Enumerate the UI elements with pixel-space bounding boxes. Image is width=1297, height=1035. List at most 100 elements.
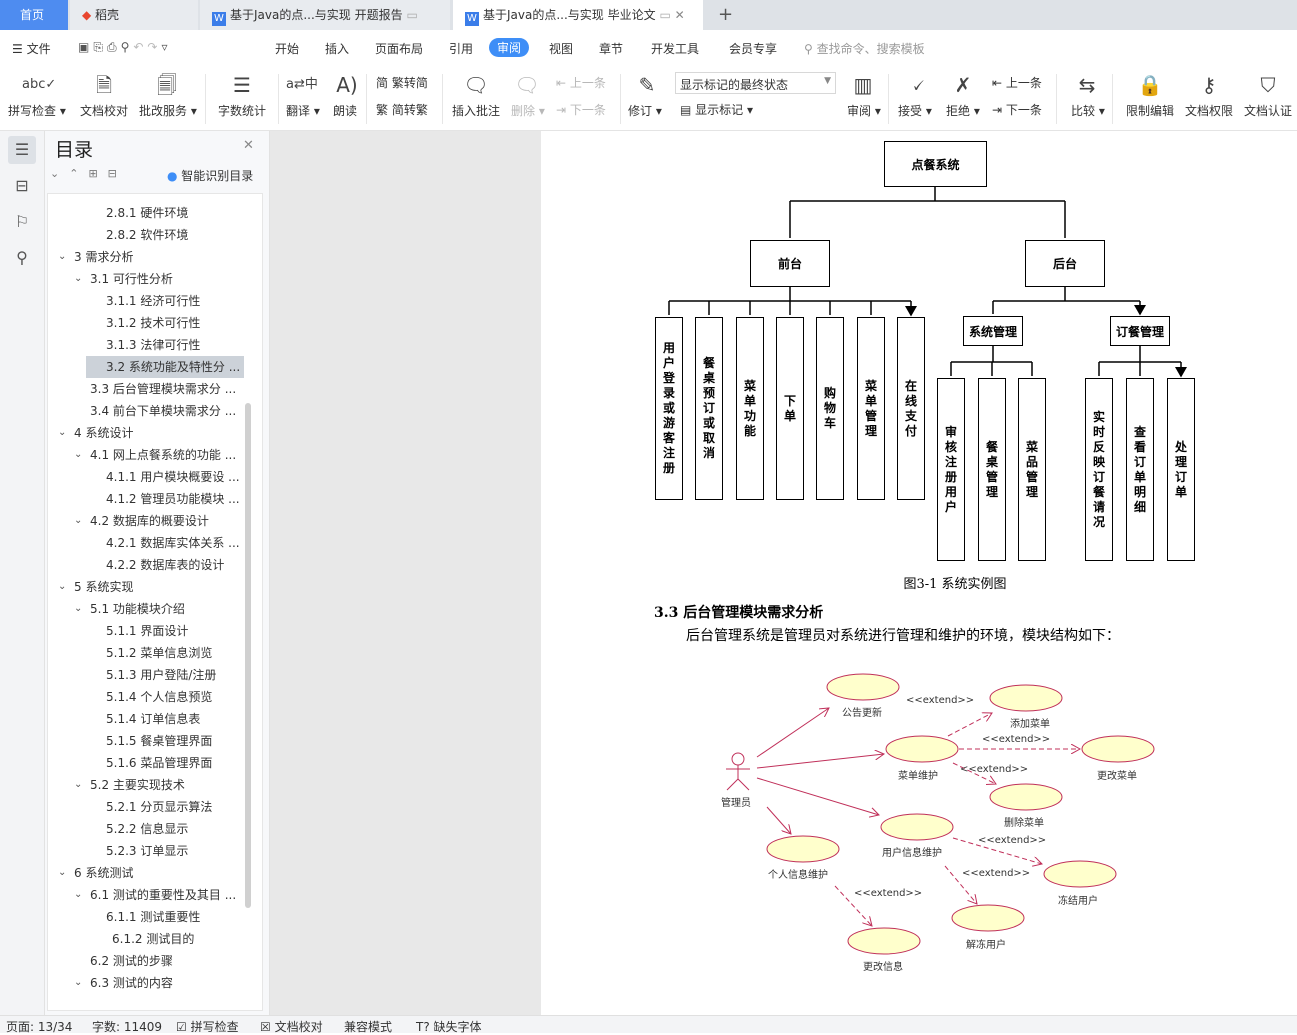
toc-item[interactable]: 4 系统设计 <box>74 426 134 440</box>
smart-toc-button[interactable]: ● 智能识别目录 <box>167 169 254 183</box>
next-comment-button[interactable]: ⇥ 下一条 <box>556 103 606 117</box>
menu-member[interactable]: 会员专享 <box>729 42 778 56</box>
search-icon[interactable]: ⚲ <box>16 248 28 267</box>
toc-item[interactable]: 6.2 测试的步骤 <box>90 954 173 968</box>
toc-item[interactable]: 5.1.3 用户登陆/注册 <box>106 668 217 682</box>
toc-item[interactable]: 5.1.5 餐桌管理界面 <box>106 734 213 748</box>
remove-level-icon[interactable]: ⊟ <box>107 167 127 180</box>
collapse-all-icon[interactable]: ⌄ <box>50 167 70 180</box>
chevron-down-icon[interactable]: ⌄ <box>58 427 67 438</box>
chevron-down-icon[interactable]: ⌄ <box>74 889 83 900</box>
toc-item[interactable]: 6 系统测试 <box>74 866 134 880</box>
toc-item[interactable]: 3.1.1 经济可行性 <box>106 294 201 308</box>
new-tab-button[interactable]: + <box>718 4 734 25</box>
toc-item[interactable]: 5.2.3 订单显示 <box>106 844 189 858</box>
doc-certify-button[interactable]: 文档认证 <box>1244 104 1293 118</box>
proofread-button[interactable]: 文档校对 <box>80 104 129 118</box>
toc-item[interactable]: 3.3 后台管理模块需求分 ... <box>90 382 237 396</box>
toc-item[interactable]: 3.1 可行性分析 <box>90 272 173 286</box>
toc-item[interactable]: 5.2.1 分页显示算法 <box>106 800 213 814</box>
close-tab-icon[interactable]: ✕ <box>674 8 685 22</box>
toc-item[interactable]: 3 需求分析 <box>74 250 134 264</box>
toc-item[interactable]: 5.1.2 菜单信息浏览 <box>106 646 213 660</box>
toc-item[interactable]: 4.2 数据库的概要设计 <box>90 514 209 528</box>
toc-item[interactable]: 5.1.4 个人信息预览 <box>106 690 213 704</box>
file-menu[interactable]: ☰ 文件 <box>12 40 51 57</box>
chevron-down-icon[interactable]: ⌄ <box>74 603 83 614</box>
toc-item[interactable]: 5.1.6 菜品管理界面 <box>106 756 213 770</box>
toc-scrollbar[interactable] <box>245 403 251 908</box>
toc-item[interactable]: 6.1.2 测试目的 <box>112 932 195 946</box>
undo-icon[interactable]: ↶ <box>133 40 148 54</box>
menu-view[interactable]: 视图 <box>549 42 574 56</box>
review-pane-button[interactable]: 审阅 ▾ <box>847 104 881 118</box>
toc-item[interactable]: 3.1.3 法律可行性 <box>106 338 201 352</box>
compat-mode[interactable]: 兼容模式 <box>344 1020 393 1034</box>
more-icon[interactable]: ▿ <box>161 40 172 54</box>
toc-item[interactable]: 5.2 主要实现技术 <box>90 778 185 792</box>
toc-item[interactable]: 4.2.1 数据库实体关系 ... <box>106 536 240 550</box>
toc-item[interactable]: 2.8.1 硬件环境 <box>106 206 189 220</box>
preview-icon[interactable]: ⚲ <box>120 40 134 54</box>
bookmark-icon[interactable]: ⚐ <box>14 212 30 231</box>
tab-home[interactable]: 首页 <box>0 0 68 30</box>
chevron-down-icon[interactable]: ⌄ <box>58 867 67 878</box>
toc-item[interactable]: 4.1 网上点餐系统的功能 ... <box>90 448 237 462</box>
chevron-down-icon[interactable]: ⌄ <box>74 449 83 460</box>
quick-access-toolbar[interactable]: ▣⎘⎙⚲↶↷▿ <box>78 40 172 55</box>
chapter-nav-icon[interactable]: ⊟ <box>15 176 29 195</box>
doc-permission-button[interactable]: 文档权限 <box>1185 104 1234 118</box>
chevron-down-icon[interactable]: ⌄ <box>58 251 67 262</box>
restrict-edit-button[interactable]: 限制编辑 <box>1126 104 1175 118</box>
prev-change-button[interactable]: ⇤ 上一条 <box>992 76 1042 90</box>
translate-button[interactable]: 翻译 ▾ <box>286 104 320 118</box>
simp-to-trad-button[interactable]: 繁 简转繁 <box>376 103 428 117</box>
compare-button[interactable]: 比较 ▾ <box>1071 104 1105 118</box>
chevron-down-icon[interactable]: ⌄ <box>74 779 83 790</box>
redo-icon[interactable]: ↷ <box>147 40 162 54</box>
print-icon[interactable]: ⎙ <box>106 40 121 54</box>
menu-start[interactable]: 开始 <box>275 42 300 56</box>
reject-button[interactable]: 拒绝 ▾ <box>946 104 980 118</box>
status-proofread[interactable]: ☒ 文档校对 <box>260 1020 323 1034</box>
menu-chapter[interactable]: 章节 <box>599 42 624 56</box>
toc-item[interactable]: 5.2.2 信息显示 <box>106 822 189 836</box>
toc-item[interactable]: 5.1 功能模块介绍 <box>90 602 185 616</box>
accept-button[interactable]: 接受 ▾ <box>898 104 932 118</box>
missing-fonts[interactable]: T? 缺失字体 <box>416 1020 482 1034</box>
menu-reference[interactable]: 引用 <box>449 42 474 56</box>
close-icon[interactable]: ✕ <box>243 138 254 153</box>
toc-item[interactable]: 3.2 系统功能及特性分 ... <box>86 356 244 378</box>
toc-item[interactable]: 5.1.4 订单信息表 <box>106 712 201 726</box>
expand-up-icon[interactable]: ⌃ <box>69 167 89 180</box>
spell-check-button[interactable]: 拼写检查 ▾ <box>8 104 66 118</box>
toc-item[interactable]: 4.1.1 用户模块概要设 ... <box>106 470 240 484</box>
page-indicator[interactable]: 页面: 13/34 <box>6 1020 73 1034</box>
save-icon[interactable]: ▣ <box>78 40 94 54</box>
toc-item[interactable]: 2.8.2 软件环境 <box>106 228 189 242</box>
menu-insert[interactable]: 插入 <box>325 42 350 56</box>
toc-item[interactable]: 5 系统实现 <box>74 580 134 594</box>
toc-item[interactable]: 5.1.1 界面设计 <box>106 624 189 638</box>
word-count[interactable]: 字数: 11409 <box>92 1020 163 1034</box>
chevron-down-icon[interactable]: ⌄ <box>74 273 83 284</box>
add-level-icon[interactable]: ⊞ <box>88 167 108 180</box>
toc-icon[interactable]: ☰ <box>8 136 36 164</box>
next-change-button[interactable]: ⇥ 下一条 <box>992 103 1042 117</box>
toc-item[interactable]: 6.1.1 测试重要性 <box>106 910 201 924</box>
toc-item[interactable]: 3.4 前台下单模块需求分 ... <box>90 404 237 418</box>
track-changes-button[interactable]: 修订 ▾ <box>628 104 662 118</box>
review-service-button[interactable]: 批改服务 ▾ <box>139 104 197 118</box>
menu-review[interactable]: 审阅 <box>489 38 530 57</box>
trad-to-simp-button[interactable]: 简 繁转简 <box>376 76 428 90</box>
chevron-down-icon[interactable]: ⌄ <box>58 581 67 592</box>
word-count-button[interactable]: 字数统计 <box>218 104 267 118</box>
markup-state-select[interactable]: 显示标记的最终状态▼ <box>675 72 836 94</box>
toc-item[interactable]: 4.2.2 数据库表的设计 <box>106 558 225 572</box>
status-spellcheck[interactable]: ☑ 拼写检查 <box>176 1020 239 1034</box>
read-aloud-button[interactable]: 朗读 <box>333 104 358 118</box>
chevron-down-icon[interactable]: ⌄ <box>74 977 83 988</box>
prev-comment-button[interactable]: ⇤ 上一条 <box>556 76 606 90</box>
chevron-down-icon[interactable]: ⌄ <box>74 515 83 526</box>
